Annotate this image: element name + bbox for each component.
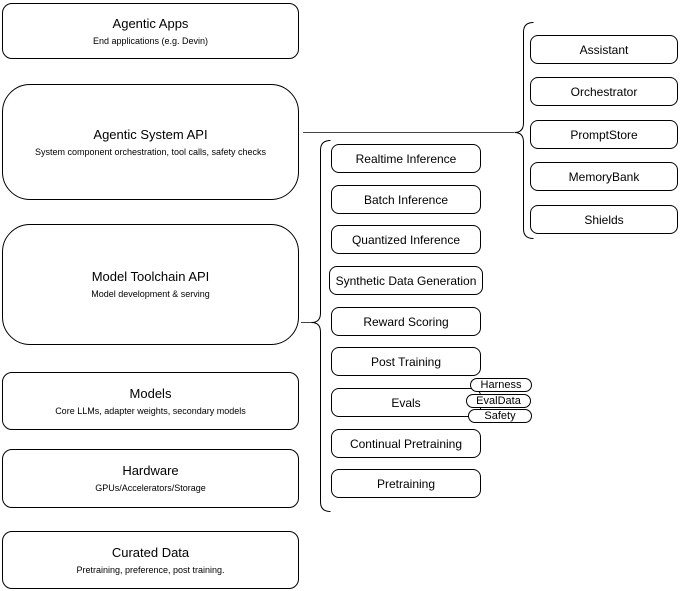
- node-batch-inference: Batch Inference: [331, 185, 481, 214]
- node-models: Models Core LLMs, adapter weights, secon…: [2, 372, 299, 430]
- node-shields: Shields: [530, 205, 678, 234]
- node-model-toolchain-api: Model Toolchain API Model development & …: [2, 224, 299, 345]
- node-title: Agentic System API: [93, 126, 208, 142]
- node-realtime-inference: Realtime Inference: [331, 144, 481, 173]
- node-subtitle: Pretraining, preference, post training.: [76, 564, 225, 575]
- node-post-training: Post Training: [331, 347, 481, 376]
- node-subtitle: System component orchestration, tool cal…: [34, 146, 267, 157]
- node-agentic-system-api: Agentic System API System component orch…: [2, 84, 299, 200]
- node-hardware: Hardware GPUs/Accelerators/Storage: [2, 449, 299, 508]
- node-memorybank: MemoryBank: [530, 162, 678, 191]
- node-synthetic-data-generation: Synthetic Data Generation: [329, 266, 483, 295]
- node-title: Hardware: [122, 463, 179, 478]
- node-subtitle: End applications (e.g. Devin): [92, 35, 209, 46]
- node-curated-data: Curated Data Pretraining, preference, po…: [2, 531, 299, 589]
- node-reward-scoring: Reward Scoring: [331, 307, 481, 336]
- node-evals: Evals: [331, 388, 481, 417]
- node-assistant: Assistant: [530, 35, 678, 64]
- pill-evaldata: EvalData: [466, 394, 531, 408]
- node-quantized-inference: Quantized Inference: [331, 225, 481, 254]
- node-title: Agentic Apps: [112, 15, 189, 31]
- node-agentic-apps: Agentic Apps End applications (e.g. Devi…: [2, 3, 299, 59]
- node-title: Curated Data: [111, 544, 190, 560]
- node-orchestrator: Orchestrator: [530, 77, 678, 106]
- node-subtitle: Core LLMs, adapter weights, secondary mo…: [55, 405, 246, 416]
- node-promptstore: PromptStore: [530, 120, 678, 149]
- node-subtitle: GPUs/Accelerators/Storage: [95, 483, 206, 493]
- node-continual-pretraining: Continual Pretraining: [331, 429, 481, 458]
- pill-safety: Safety: [468, 409, 532, 423]
- node-subtitle: Model development & serving: [91, 289, 210, 299]
- node-pretraining: Pretraining: [331, 469, 481, 498]
- node-title: Model Toolchain API: [91, 269, 210, 284]
- node-title: Models: [129, 385, 172, 401]
- middle-curly-bracket: [311, 140, 331, 512]
- pill-harness: Harness: [470, 378, 532, 392]
